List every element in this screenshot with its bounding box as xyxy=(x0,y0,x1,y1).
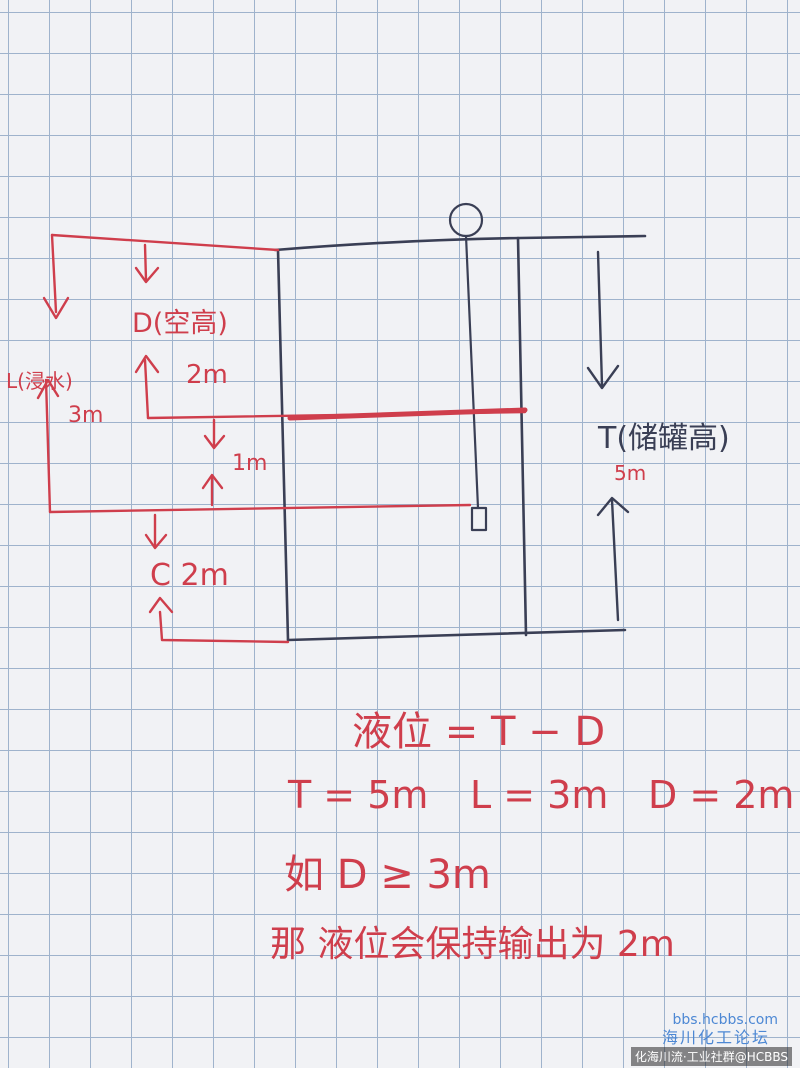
d-label: D(空高) xyxy=(132,308,228,339)
equation-result: 那 液位会保持输出为 2m xyxy=(270,924,675,965)
c-value: C 2m xyxy=(150,558,229,593)
l-value: 3m xyxy=(68,403,103,428)
t-label: T(储罐高) xyxy=(597,421,730,456)
tank-height-dimension xyxy=(586,250,630,622)
l-label: L(浸水) xyxy=(6,369,73,393)
equation-level: 液位 = T − D xyxy=(352,709,605,755)
float-gauge xyxy=(448,202,488,532)
measurement-lines xyxy=(36,233,528,644)
mid-value: 1m xyxy=(232,451,267,476)
tank-outline xyxy=(273,234,647,642)
equation-condition: 如 D ≥ 3m xyxy=(284,852,491,898)
watermark-url: bbs.hcbbs.com xyxy=(672,1012,778,1028)
d-value: 2m xyxy=(186,360,228,390)
t-value: 5m xyxy=(614,461,646,485)
equation-l: L = 3m xyxy=(470,773,608,817)
watermark-community: 化海川流·工业社群@HCBBS xyxy=(630,1047,792,1066)
equation-t: T = 5m xyxy=(287,773,428,817)
watermark-forum: 海川化工论坛 xyxy=(661,1028,770,1047)
equation-d: D = 2m xyxy=(648,773,794,817)
